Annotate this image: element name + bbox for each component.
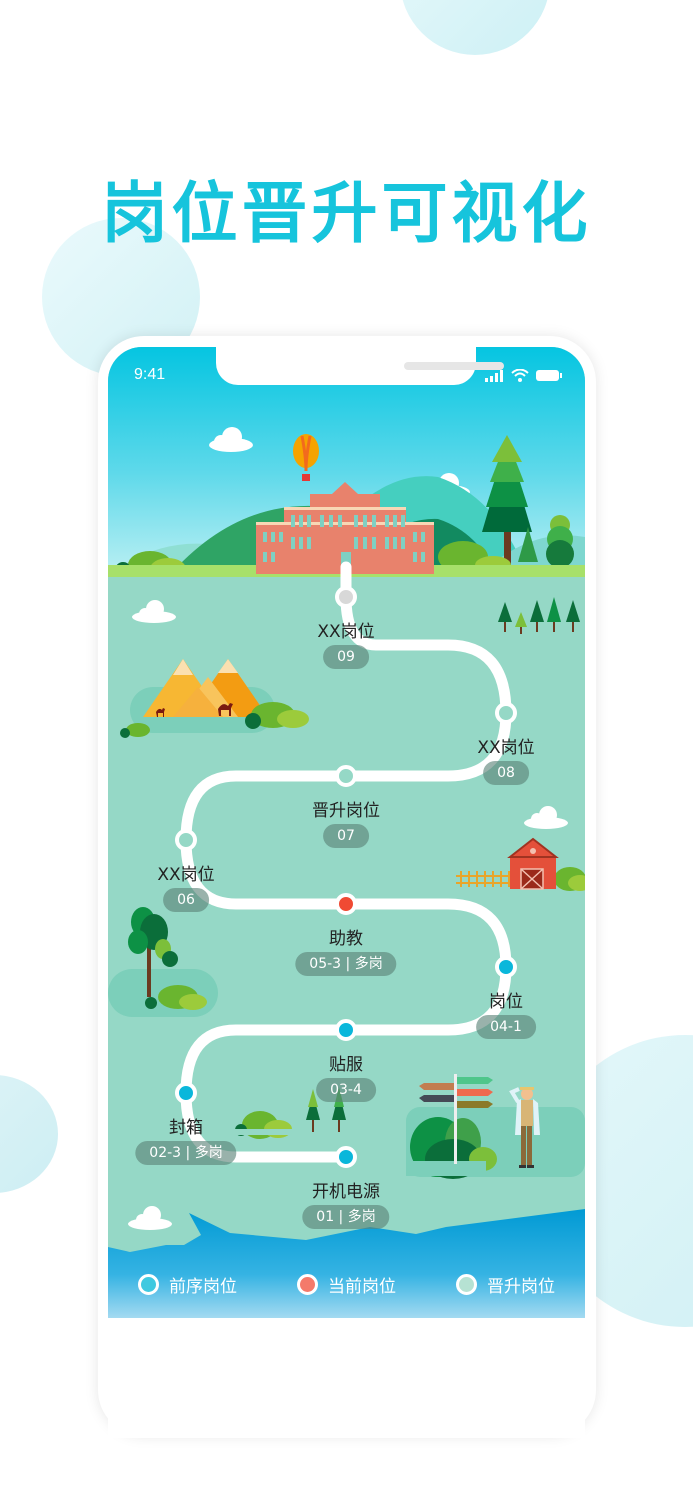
node-title: XX岗位 [477,738,535,758]
node-code-badge: 04-1 [476,1015,536,1039]
node-04-dot [495,956,517,978]
pine-tree-icon [482,435,532,567]
battery-icon [536,370,562,381]
node-title: 晋升岗位 [312,801,380,821]
phone-screen: 9:41 XX岗位 09 XX岗位 08 晋升岗位 07 XX岗位 06 助教 … [108,347,585,1318]
phone-bottom [108,1318,585,1438]
signal-icon [485,369,503,382]
scenery-illustration [108,347,585,1318]
legend-item-current: 当前岗位 [297,1272,396,1297]
legend-label: 当前岗位 [328,1276,396,1297]
previous-dot-icon [138,1273,159,1295]
legend-item-previous: 前序岗位 [138,1272,237,1297]
promotion-dot-icon [456,1273,477,1295]
speaker-grille [404,362,504,370]
phone-notch [216,347,504,385]
route-nodes [175,586,517,1168]
signpost-icon [406,1074,585,1179]
school-building-icon [256,482,434,574]
node-code-badge: 08 [483,761,529,785]
node-code-badge: 05-3 | 多岗 [295,952,397,976]
status-bar: 9:41 [108,347,585,405]
status-time: 9:41 [134,366,166,383]
node-title: 封箱 [169,1118,203,1138]
node-title: 开机电源 [312,1182,380,1202]
legend-label: 晋升岗位 [487,1276,555,1297]
node-code-badge: 07 [323,824,369,848]
desert-pyramids-icon [120,659,309,738]
node-code-badge: 01 | 多岗 [302,1205,390,1229]
node-03-dot [335,1019,357,1041]
node-07-dot [335,765,357,787]
legend-item-promotion: 晋升岗位 [456,1272,555,1297]
node-08-dot [495,702,517,724]
node-title: 贴服 [329,1055,363,1075]
legend: 前序岗位 当前岗位 晋升岗位 [108,1269,585,1299]
node-title: XX岗位 [157,865,215,885]
node-title: 助教 [329,929,363,949]
node-title: 岗位 [489,992,523,1012]
person-icon [509,1087,540,1168]
hot-air-balloon-icon [293,434,319,481]
legend-label: 前序岗位 [169,1276,237,1297]
wifi-icon [511,369,529,382]
tree-icon [108,907,218,1017]
node-09-dot [335,586,357,608]
pine-trees-icon [498,597,580,634]
node-01-dot [335,1146,357,1168]
node-title: XX岗位 [317,622,375,642]
node-code-badge: 06 [163,888,209,912]
node-code-badge: 02-3 | 多岗 [135,1141,237,1165]
decorative-circle [400,0,550,55]
barn-icon [456,837,585,891]
bush-icon [232,1111,292,1139]
page-headline: 岗位晋升可视化 [101,175,592,252]
tree-icon [546,515,574,568]
decorative-circle [0,1075,58,1193]
node-code-badge: 09 [323,645,369,669]
node-06-dot [175,829,197,851]
node-05-dot [335,893,357,915]
node-02-dot [175,1082,197,1104]
node-code-badge: 03-4 [316,1078,376,1102]
current-dot-icon [297,1273,318,1295]
